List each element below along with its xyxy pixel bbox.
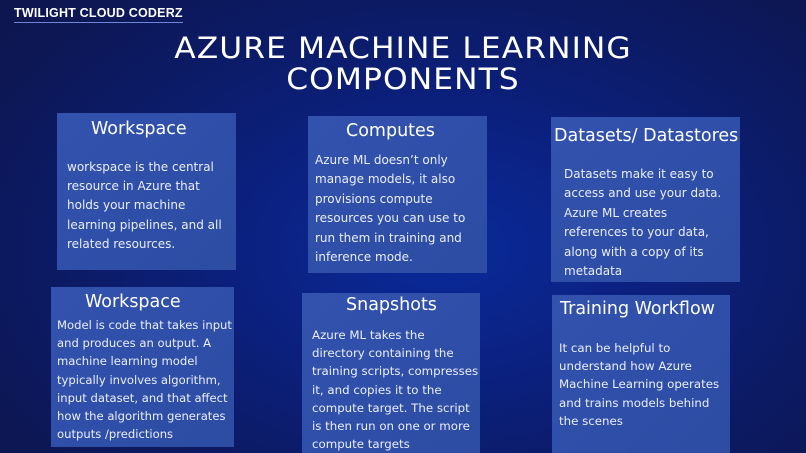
card-snapshots: Snapshots Azure ML takes the directory c… [302,293,480,453]
card-body: Azure ML takes the directory containing … [312,328,479,452]
card-computes: Computes Azure ML doesn’t only manage mo… [308,116,487,273]
card-body: Datasets make it easy to access and use … [564,167,722,279]
card-title: Snapshots [346,295,437,315]
page-title-line-1: AZURE MACHINE LEARNING [174,31,632,65]
card-body: It can be helpful to understand how Azur… [559,341,720,428]
card-title: Workspace [91,119,187,139]
card-body: workspace is the central resource in Azu… [67,160,222,251]
card-title: Datasets/ Datastores [554,126,739,146]
page-title: AZURE MACHINE LEARNING COMPONENTS [0,33,806,95]
card-title: Workspace [85,292,181,312]
card-body: Model is code that takes input and produ… [57,318,232,442]
card-body: Azure ML doesn’t only manage models, it … [315,153,466,265]
card-workspace: Workspace workspace is the central resou… [57,113,236,270]
card-datasets-datastores: Datasets/ Datastores Datasets make it ea… [551,117,740,282]
card-title: Training Workflow [560,299,715,319]
brand-label: TWILIGHT CLOUD CODERZ [14,6,183,23]
card-title: Computes [346,121,435,141]
page-title-line-2: COMPONENTS [286,62,520,96]
card-model: Workspace Model is code that takes input… [51,287,234,447]
card-training-workflow: Training Workflow It can be helpful to u… [552,295,730,453]
